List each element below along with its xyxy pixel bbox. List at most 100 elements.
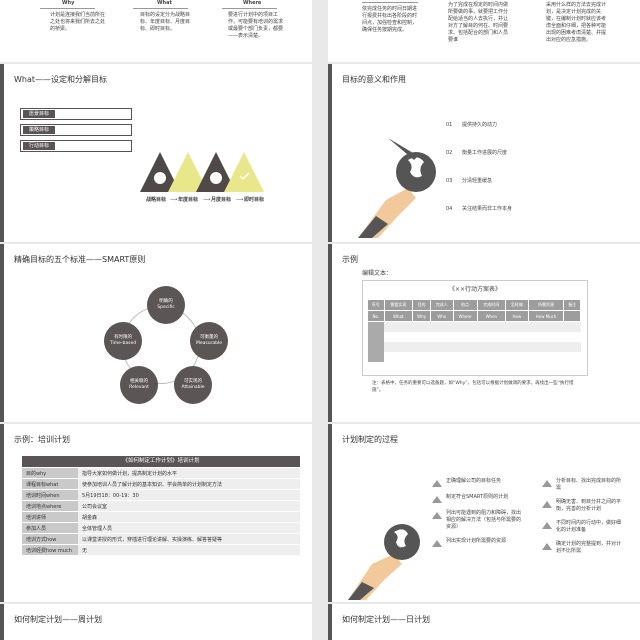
row-value: 5月19日18：00-19：30 bbox=[78, 489, 300, 501]
column-header: 目的 bbox=[412, 299, 431, 311]
how-text: 采用什么样的方法去完成计划，是决定计划完成的关键，在编制计划时就应该考虑全面和仔… bbox=[546, 2, 607, 43]
who-text: 为了完成在规定的时间内做所要做的事，就要把工作分配给适当的人去执行，并让对方了解… bbox=[448, 2, 509, 43]
column-header: 完成人 bbox=[429, 299, 454, 311]
chain-arrow-icon: ⟶ bbox=[203, 197, 211, 203]
chain-arrow-icon: ⟶ bbox=[236, 197, 244, 203]
process-right-list: 分析目标、找出完成目标的所需明确无害、到目分并之间的平衡，完善的分析计划不同时间… bbox=[542, 478, 622, 562]
meaning-text: 衡量工作进展的尺度 bbox=[462, 150, 508, 156]
divider bbox=[222, 8, 277, 9]
meaning-num: 04 bbox=[446, 206, 453, 212]
hand-globe-icon bbox=[358, 138, 436, 238]
why-header: Why bbox=[62, 0, 75, 6]
row-value: 使参加培训人员了解计划的基本知识、学会简单的计划制定方法 bbox=[78, 478, 300, 490]
list-item-text: 确定计划的完整提到，并对计划不比所需 bbox=[556, 541, 622, 554]
meaning-text: 关注结果而非工作本身 bbox=[462, 206, 513, 212]
slide-title: 目标的意义和作用 bbox=[342, 75, 406, 84]
what-header: What bbox=[157, 0, 172, 6]
row-value: 胡金森 bbox=[78, 511, 300, 523]
list-item: 正确理解公司的目标任务 bbox=[432, 478, 522, 487]
accent-bar bbox=[0, 424, 4, 602]
row-key: 培训地点where bbox=[22, 500, 78, 512]
column-header-en: Who bbox=[429, 310, 454, 322]
slide-goal-meaning[interactable]: 目标的意义和作用 01 提供持久的动力 02 衡量工作进展的尺度 03 分清轻重… bbox=[328, 64, 640, 242]
table-row: 培训讲师胡金森 bbox=[22, 511, 300, 523]
list-item: 制定符合SMART原则的计划 bbox=[432, 494, 522, 503]
meaning-text: 分清轻重缓急 bbox=[462, 178, 493, 184]
divider bbox=[133, 8, 188, 9]
triangle-icon bbox=[542, 522, 552, 529]
row-value: 全体管理人员 bbox=[78, 522, 300, 534]
goal-pill[interactable]: 愿景目标 bbox=[20, 108, 132, 120]
list-item: 明确无害、到目分并之间的平衡，完善的分析计划 bbox=[542, 499, 622, 513]
slide-process[interactable]: 计划制定的过程 正确理解公司的目标任务制定符合SMART原则的计划列出可能遇到的… bbox=[328, 424, 640, 602]
accent-bar bbox=[328, 424, 332, 602]
row-key: 培训时间when bbox=[22, 489, 78, 501]
triangle-icon bbox=[432, 512, 442, 519]
triangle-icon bbox=[432, 480, 442, 487]
column-header: 怎样做 bbox=[505, 299, 529, 311]
row-key: 参加人员 bbox=[22, 522, 78, 534]
arrow-circle-icon bbox=[154, 172, 166, 184]
triangle-icon bbox=[432, 496, 442, 503]
list-item-text: 不同时间内的行动中，做好细化的计划准备 bbox=[556, 520, 622, 533]
when-text: 依完成任务的时间日期进行报费并标出各阶段的时间点，加强检查和控制，确保任务按期完… bbox=[362, 6, 418, 33]
doc-title: 《××行动方案表》 bbox=[448, 286, 502, 293]
chain-label: 即时目标 bbox=[244, 197, 265, 203]
slide-title: 如何制定计划——周计划 bbox=[14, 615, 102, 624]
triangle-icon bbox=[224, 152, 264, 192]
column-header: 备注 bbox=[563, 299, 581, 311]
table-row: 参加人员全体管理人员 bbox=[22, 522, 300, 534]
triangle-icon bbox=[542, 501, 552, 508]
meaning-text: 提供持久的动力 bbox=[462, 122, 498, 128]
training-table-title: 《如何制定工作计划》培训计划 bbox=[22, 456, 300, 467]
slide-title: 如何制定计划——日计划 bbox=[342, 615, 430, 624]
slide-example[interactable]: 示例 编辑文本： 《××行动方案表》 序号需要实现目的完成人地点完成时间怎样做所… bbox=[328, 244, 640, 422]
process-left-list: 正确理解公司的目标任务制定符合SMART原则的计划列出可能遇到的阻力和障碍，找出… bbox=[432, 478, 522, 554]
triangle-icon bbox=[542, 543, 552, 550]
slide-when-who-how[interactable]: 依完成任务的时间日期进行报费并标出各阶段的时间点，加强检查和控制，确保任务按期完… bbox=[328, 0, 640, 62]
list-item-text: 明确无害、到目分并之间的平衡，完善的分析计划 bbox=[556, 499, 622, 512]
arrow-circle-icon bbox=[210, 172, 222, 184]
slide-day-plan[interactable]: 如何制定计划——日计划 bbox=[328, 604, 640, 640]
column-header: 所需资源 bbox=[527, 299, 565, 311]
list-item: 确定计划的完整提到，并对计划不比所需 bbox=[542, 541, 622, 555]
column-header-en: How bbox=[505, 310, 529, 322]
column-header-en: Why bbox=[412, 310, 431, 322]
list-item-text: 正确理解公司的目标任务 bbox=[446, 478, 502, 484]
list-item-text: 列出可能遇到的阻力和障碍，找出相应的解决方法（包括与所需要的资源） bbox=[446, 510, 522, 530]
slide-title: 示例 bbox=[342, 255, 358, 264]
goal-pill[interactable]: 行动目标 bbox=[20, 140, 132, 152]
chain-label: 战略目标 bbox=[146, 197, 167, 203]
column-header-en: Where bbox=[452, 310, 478, 322]
list-item-text: 分析目标、找出完成目标的所需 bbox=[556, 478, 622, 491]
row-value: 以课堂讲授的形式，穿插进行理论讲解、实操演练、解答答疑等 bbox=[78, 533, 300, 545]
meaning-num: 01 bbox=[446, 122, 453, 128]
slide-week-plan[interactable]: 如何制定计划——周计划 bbox=[0, 604, 312, 640]
slide-what-goals[interactable]: What——设定和分解目标 愿景目标 策略目标 行动目标 战略目标 ⟶ 年度目标… bbox=[0, 64, 312, 242]
where-header: Where bbox=[243, 0, 262, 6]
row-value: 无 bbox=[78, 544, 300, 556]
list-item: 不同时间内的行动中，做好细化的计划准备 bbox=[542, 520, 622, 534]
row-key: 目的why bbox=[22, 468, 78, 479]
goal-pill[interactable]: 策略目标 bbox=[20, 124, 132, 136]
row-value: 指导大家如何做计划，提高制定计划的水平 bbox=[78, 468, 300, 479]
slide-title: What——设定和分解目标 bbox=[14, 75, 108, 84]
triangle-icon bbox=[168, 152, 208, 192]
slide-title: 精确目标的五个标准——SMART原则 bbox=[14, 255, 146, 264]
triangle-icon bbox=[432, 540, 442, 547]
example-subtitle: 编辑文本： bbox=[362, 270, 393, 277]
slide-why-what-where[interactable]: Why What Where 计划是连接我们当前所在之处也将来我们所去之处的桥梁… bbox=[0, 0, 312, 62]
slide-title: 示例：培训计划 bbox=[14, 435, 70, 444]
column-header-en: How Much bbox=[527, 310, 565, 322]
list-item: 列出可能遇到的阻力和障碍，找出相应的解决方法（包括与所需要的资源） bbox=[432, 510, 522, 531]
